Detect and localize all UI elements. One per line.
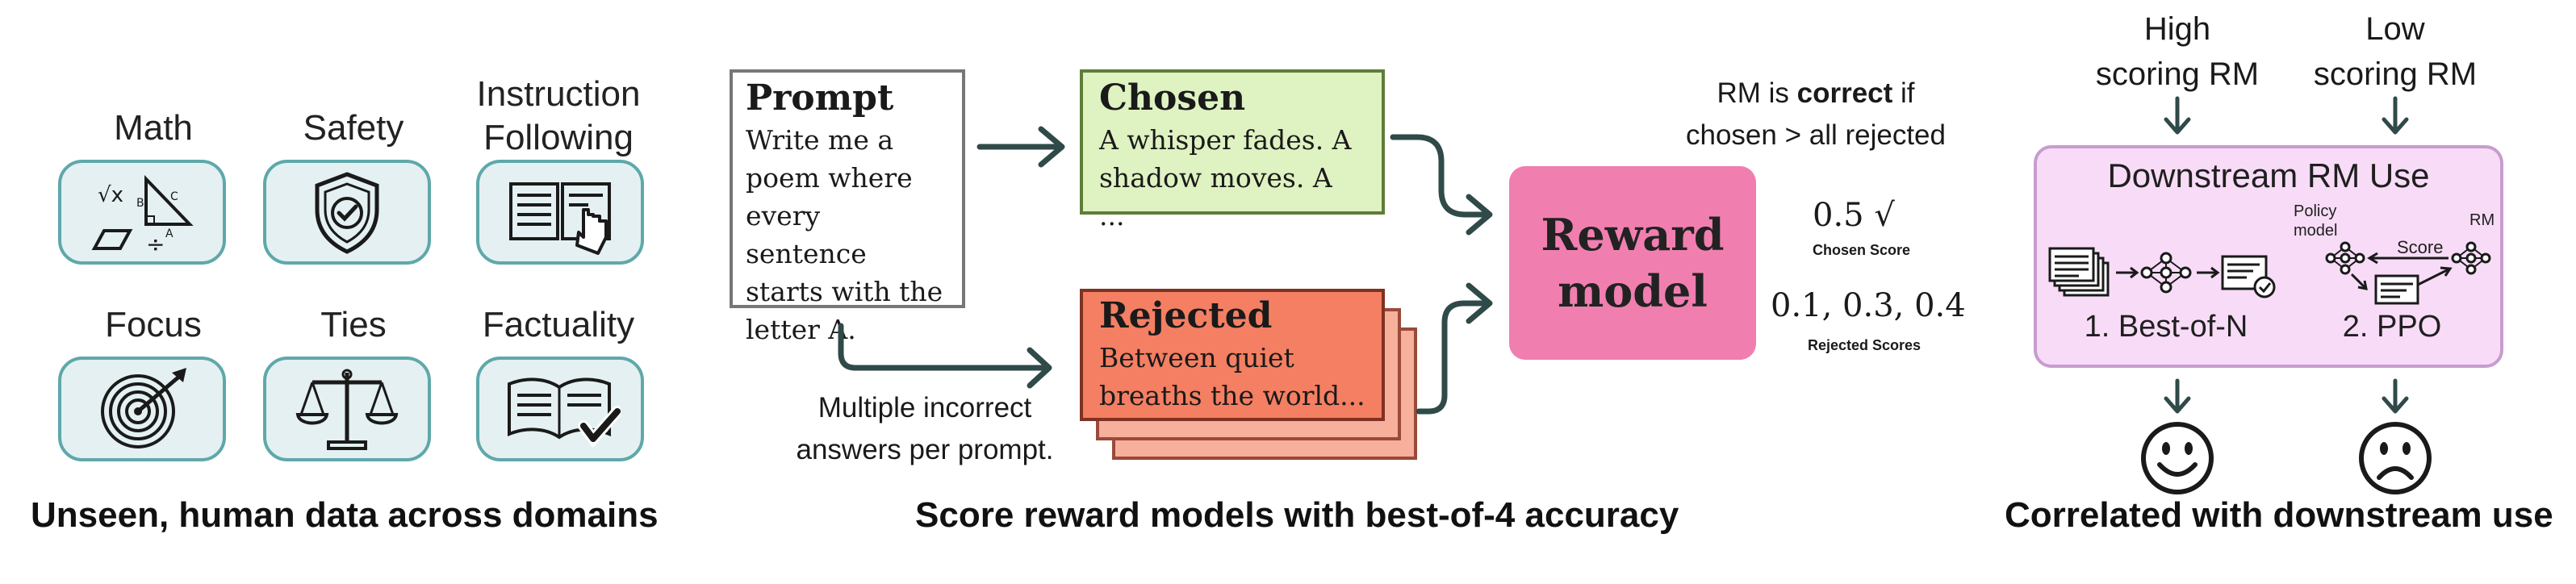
book-check-icon <box>508 378 621 448</box>
rm-note-bold: correct <box>1796 77 1893 109</box>
divide-symbol: ÷ <box>146 231 165 257</box>
arrow-chosen-to-reward <box>1390 134 1490 218</box>
chosen-line: shadow moves. A ... <box>1099 162 1332 232</box>
downstream-title: Downstream RM Use <box>2107 156 2430 194</box>
book-pointer-icon <box>509 182 611 255</box>
multiple-note-line: answers per prompt. <box>796 434 1054 465</box>
tile-label-instruction-following: Instruction Following <box>476 74 641 157</box>
target-icon <box>101 368 186 448</box>
prompt-line: starts with the <box>746 276 943 307</box>
prompt-line: Write me a <box>746 124 894 156</box>
prompt-line: poem where <box>746 162 913 194</box>
frowning-face-icon <box>2359 422 2432 494</box>
high-line: scoring RM <box>2095 56 2260 92</box>
rm-correct-note: RM is correct if chosen > all rejected <box>1671 73 1961 156</box>
tile-math: √x B C A ÷ <box>58 160 226 265</box>
reward-model-line1: Reward <box>1541 209 1725 261</box>
rm-note-pre: RM is <box>1717 77 1797 109</box>
high-line: High <box>2143 11 2211 47</box>
chosen-box: Chosen A whisper fades. A shadow moves. … <box>1080 69 1385 232</box>
rm-note-line2: chosen > all rejected <box>1685 119 1946 151</box>
reward-model-box: Reward model <box>1509 166 1756 360</box>
prompt-line: letter A. <box>746 314 856 345</box>
ppo-diagram <box>2325 241 2491 305</box>
multiple-answers-note: Multiple incorrect answers per prompt. <box>788 387 1062 471</box>
downstream-box: Downstream RM Use 1. Best-of-N 2. PPO Po… <box>2034 145 2503 368</box>
policy-line: model <box>2294 222 2338 240</box>
math-icon: √x B C A ÷ <box>91 175 194 257</box>
ppo-label: 2. PPO <box>2342 310 2442 344</box>
tile-focus <box>58 357 226 461</box>
rm-note-post: if <box>1892 77 1915 109</box>
tile-instruction-following <box>476 160 644 265</box>
policy-line: Policy <box>2294 202 2337 220</box>
prompt-box: Prompt Write me a poem where every sente… <box>730 69 965 345</box>
chosen-line: A whisper fades. A <box>1099 124 1352 156</box>
tile-label-math: Math <box>114 108 193 148</box>
score-label: Score <box>2397 237 2444 257</box>
rejected-line: breaths the world... <box>1099 380 1365 411</box>
rejected-box: Rejected Between quiet breaths the world… <box>1080 289 1385 421</box>
tile-label-factuality: Factuality <box>482 305 635 344</box>
tile-factuality <box>476 357 644 461</box>
tile-ties <box>263 357 431 461</box>
shield-check-icon <box>315 172 379 254</box>
tile-label-ties: Ties <box>320 305 387 344</box>
tile-label-focus: Focus <box>105 305 202 344</box>
arrow-prompt-to-rejected <box>838 323 1051 371</box>
chosen-title: Chosen <box>1099 77 1246 119</box>
tile-safety <box>263 160 431 265</box>
low-scoring-label: Low scoring RM <box>2290 6 2500 97</box>
arrow-rejected-to-reward <box>1416 300 1490 415</box>
best-of-n-label: 1. Best-of-N <box>2084 310 2248 344</box>
rejected-line: Between quiet <box>1099 342 1294 373</box>
multiple-note-line: Multiple incorrect <box>818 392 1032 423</box>
prompt-title: Prompt <box>746 77 894 119</box>
math-letter-a: A <box>165 227 174 240</box>
scales-icon <box>295 369 399 450</box>
low-line: scoring RM <box>2313 56 2478 92</box>
low-line: Low <box>2365 11 2425 47</box>
rejected-scores-label: Rejected Scores <box>1808 337 1922 353</box>
best-of-n-diagram <box>2048 247 2276 298</box>
math-letter-b: B <box>136 197 144 210</box>
prompt-line: every sentence <box>746 200 867 269</box>
policy-model-label: Policy model <box>2294 202 2337 240</box>
panel1-caption: Unseen, human data across domains <box>31 495 659 535</box>
panel3-caption: Correlated with downstream use <box>2005 495 2553 535</box>
reward-model-line2: model <box>1558 265 1708 317</box>
chosen-score-value: 0.5 √ <box>1813 197 1895 234</box>
tile-label-safety: Safety <box>303 108 404 148</box>
rm-label: RM <box>2469 211 2495 229</box>
chosen-score-label: Chosen Score <box>1813 242 1911 258</box>
high-scoring-label: High scoring RM <box>2072 6 2282 97</box>
sqrt-symbol: √x <box>98 183 123 207</box>
math-letter-c: C <box>170 190 178 203</box>
smiley-face-icon <box>2141 422 2214 494</box>
rejected-title: Rejected <box>1099 295 1273 336</box>
panel2-caption: Score reward models with best-of-4 accur… <box>915 495 1679 535</box>
rejected-scores-value: 0.1, 0.3, 0.4 <box>1771 287 1966 324</box>
